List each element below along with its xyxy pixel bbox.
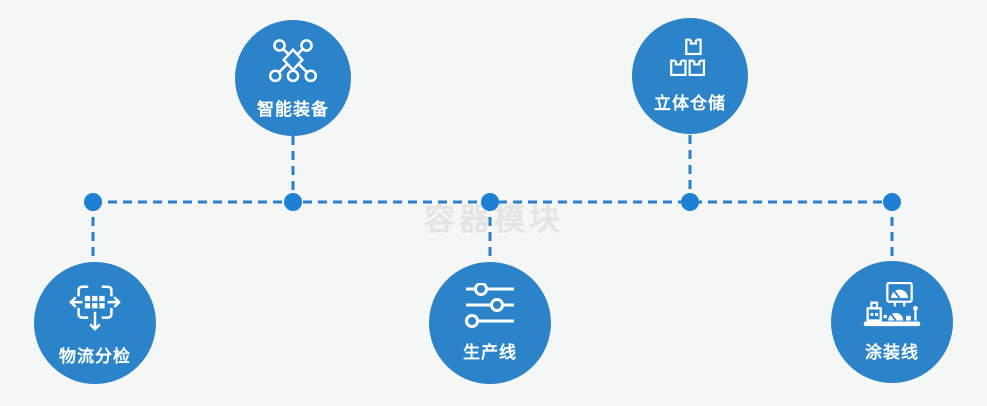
node-label: 涂装线 — [865, 342, 919, 362]
junction-dot — [284, 193, 302, 211]
node-label: 物流分检 — [59, 347, 131, 366]
node-painting-line[interactable]: 涂装线 — [831, 261, 953, 383]
node-label: 立体仓储 — [654, 94, 726, 113]
sort-distribute-icon — [68, 279, 122, 333]
node-label: 生产线 — [463, 343, 517, 362]
node-smart-equipment[interactable]: 智能装备 — [235, 20, 351, 136]
junction-dot — [681, 193, 699, 211]
control-console-icon — [862, 281, 922, 329]
node-stereoscopic-warehouse[interactable]: 立体仓储 — [632, 18, 748, 134]
junction-dot — [883, 193, 901, 211]
node-logistics-sorting[interactable]: 物流分检 — [34, 262, 156, 384]
junction-dot — [84, 193, 102, 211]
node-label: 智能装备 — [257, 99, 329, 119]
stacked-boxes-icon — [667, 38, 714, 80]
network-nodes-icon — [266, 37, 320, 86]
junction-dot — [481, 193, 499, 211]
node-production-line[interactable]: 生产线 — [429, 262, 551, 384]
sliders-icon — [464, 283, 516, 329]
